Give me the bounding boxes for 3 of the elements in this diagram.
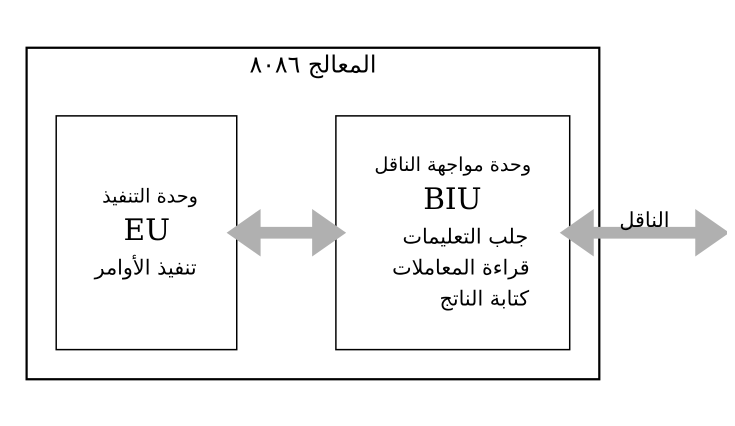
edge-label: الناقل (619, 208, 670, 232)
arrow (560, 208, 727, 256)
arrow (226, 208, 346, 256)
